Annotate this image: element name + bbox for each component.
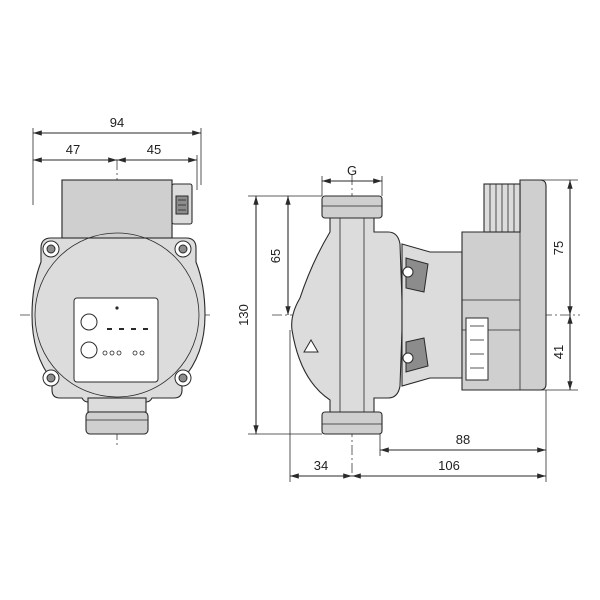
side-pump-volute bbox=[291, 217, 403, 413]
control-button-upper bbox=[80, 313, 98, 331]
dimension-label-88: 88 bbox=[456, 432, 470, 447]
front-pipe-neck bbox=[87, 397, 147, 413]
indicator-leds-row2 bbox=[102, 350, 145, 356]
control-button-lower bbox=[80, 341, 98, 359]
mounting-bolt bbox=[42, 369, 60, 387]
dimension-label-94: 94 bbox=[110, 115, 124, 130]
side-top-flange bbox=[321, 195, 383, 219]
dimension-label-65: 65 bbox=[268, 249, 283, 263]
dimension-label-45: 45 bbox=[147, 142, 161, 157]
front-pipe-flange bbox=[85, 411, 149, 435]
dimension-label-41: 41 bbox=[551, 345, 566, 359]
adapter-bolt-upper bbox=[405, 257, 429, 293]
adapter-screw bbox=[402, 352, 414, 364]
dimension-label-34: 34 bbox=[314, 458, 328, 473]
motor-cooling-fins bbox=[483, 183, 521, 233]
front-inner-circle bbox=[34, 232, 200, 398]
dimension-label-106: 106 bbox=[438, 458, 460, 473]
adapter-screw bbox=[402, 266, 414, 278]
mounting-bolt bbox=[174, 369, 192, 387]
motor-terminal-cover bbox=[465, 317, 489, 381]
dimension-label-47: 47 bbox=[66, 142, 80, 157]
side-view: G 130 65 75 41 88 34 106 bbox=[236, 163, 580, 482]
control-panel bbox=[73, 297, 159, 383]
mounting-bolt bbox=[174, 240, 192, 258]
mounting-bolt bbox=[42, 240, 60, 258]
front-motor-box bbox=[61, 179, 173, 239]
flow-direction-arrow-icon bbox=[303, 339, 319, 353]
panel-marker-dot bbox=[115, 306, 119, 310]
dimension-label-g: G bbox=[347, 163, 357, 178]
indicator-leds-row1 bbox=[107, 328, 148, 330]
side-bottom-flange bbox=[321, 411, 383, 435]
dimension-label-130: 130 bbox=[236, 304, 251, 326]
front-view: 94 47 45 bbox=[20, 115, 212, 445]
dimension-label-75: 75 bbox=[551, 241, 566, 255]
